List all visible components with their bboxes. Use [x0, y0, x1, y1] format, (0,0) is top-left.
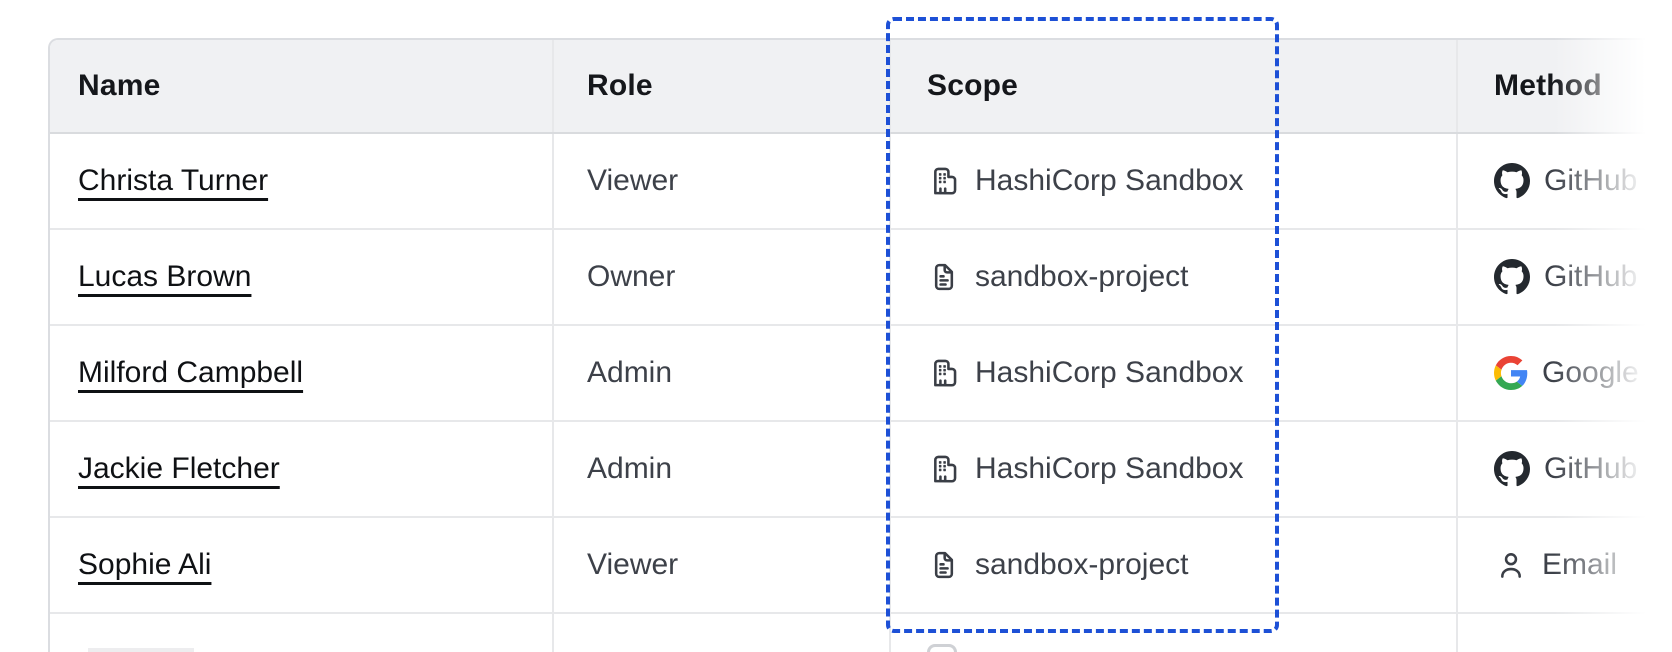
role-value: Admin	[587, 356, 673, 389]
column-header-method: Method	[1456, 40, 1672, 132]
role-cell: Viewer	[552, 134, 889, 228]
scope-value: HashiCorp Sandbox	[975, 356, 1244, 389]
method-cell: Google	[1456, 326, 1672, 420]
file-icon	[927, 260, 961, 294]
role-value: Viewer	[587, 548, 679, 581]
column-header-role: Role	[552, 40, 889, 132]
method-cell: GitHub	[1456, 230, 1672, 324]
column-header-label: Scope	[927, 69, 1019, 102]
table-row: Christa Turner Viewer HashiCorp Sandbox …	[50, 134, 1672, 230]
scope-value: HashiCorp Sandbox	[975, 164, 1244, 197]
organization-icon	[927, 356, 961, 390]
column-header-label: Method	[1494, 69, 1602, 102]
members-table: Name Role Scope Method Christa Turner Vi…	[48, 38, 1672, 652]
name-cell: Jackie Fletcher	[50, 422, 552, 516]
table-row-partial	[50, 614, 1672, 652]
name-cell: Christa Turner	[50, 134, 552, 228]
member-name-link[interactable]: Milford Campbell	[78, 356, 304, 389]
role-cell: Viewer	[552, 518, 889, 612]
role-value: Viewer	[587, 164, 679, 197]
cropped-text-sliver	[88, 648, 194, 652]
method-cell: Email	[1456, 518, 1672, 612]
scope-cell: HashiCorp Sandbox	[889, 134, 1456, 228]
role-cell	[552, 614, 889, 652]
name-cell: Sophie Ali	[50, 518, 552, 612]
name-cell: Milford Campbell	[50, 326, 552, 420]
role-value: Owner	[587, 260, 676, 293]
organization-icon	[927, 164, 961, 198]
column-header-scope: Scope	[889, 40, 1456, 132]
table-header-row: Name Role Scope Method	[50, 40, 1672, 134]
method-value: GitHub	[1544, 452, 1638, 485]
role-cell: Owner	[552, 230, 889, 324]
scope-cell: HashiCorp Sandbox	[889, 326, 1456, 420]
scope-cell: HashiCorp Sandbox	[889, 422, 1456, 516]
table-row: Jackie Fletcher Admin HashiCorp Sandbox …	[50, 422, 1672, 518]
column-header-label: Role	[587, 69, 653, 102]
method-value: GitHub	[1544, 164, 1638, 197]
scope-value: sandbox-project	[975, 260, 1189, 293]
table-row: Milford Campbell Admin HashiCorp Sandbox…	[50, 326, 1672, 422]
scope-value: HashiCorp Sandbox	[975, 452, 1244, 485]
google-icon	[1494, 356, 1528, 390]
scope-cell: sandbox-project	[889, 230, 1456, 324]
name-cell: Lucas Brown	[50, 230, 552, 324]
github-icon	[1494, 259, 1530, 295]
person-icon	[1494, 548, 1528, 582]
github-icon	[1494, 451, 1530, 487]
table-row: Lucas Brown Owner sandbox-project GitHub	[50, 230, 1672, 326]
table-row: Sophie Ali Viewer sandbox-project Email	[50, 518, 1672, 614]
cropped-icon-top	[927, 644, 957, 652]
scope-cell	[889, 614, 1456, 652]
method-cell	[1456, 614, 1672, 652]
role-cell: Admin	[552, 422, 889, 516]
role-value: Admin	[587, 452, 673, 485]
github-icon	[1494, 163, 1530, 199]
member-name-link[interactable]: Christa Turner	[78, 164, 269, 197]
method-value: Google	[1542, 356, 1639, 389]
column-header-label: Name	[78, 69, 161, 102]
method-cell: GitHub	[1456, 134, 1672, 228]
column-header-name: Name	[50, 40, 552, 132]
method-cell: GitHub	[1456, 422, 1672, 516]
member-name-link[interactable]: Lucas Brown	[78, 260, 252, 293]
method-value: GitHub	[1544, 260, 1638, 293]
member-name-link[interactable]: Jackie Fletcher	[78, 452, 280, 485]
organization-icon	[927, 452, 961, 486]
role-cell: Admin	[552, 326, 889, 420]
name-cell	[50, 614, 552, 652]
scope-cell: sandbox-project	[889, 518, 1456, 612]
method-value: Email	[1542, 548, 1618, 581]
member-name-link[interactable]: Sophie Ali	[78, 548, 212, 581]
file-icon	[927, 548, 961, 582]
scope-value: sandbox-project	[975, 548, 1189, 581]
